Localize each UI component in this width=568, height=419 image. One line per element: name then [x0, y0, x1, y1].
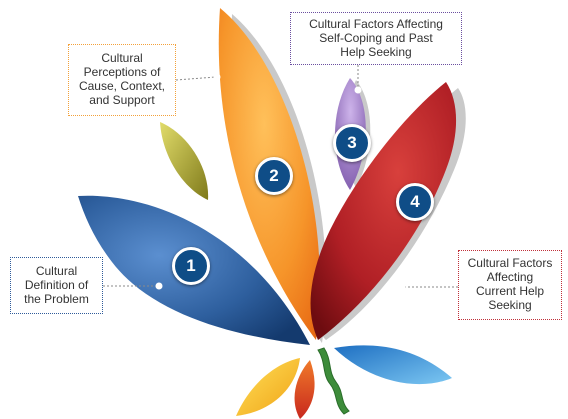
callout-line: Definition of — [24, 278, 89, 292]
stem — [317, 347, 350, 415]
callout-line: Cultural Factors — [467, 256, 553, 270]
callout-line: Cultural Factors Affecting — [309, 17, 443, 31]
yellow-leaf — [236, 358, 300, 416]
number-badge-4: 4 — [396, 183, 434, 221]
number-badge-2: 2 — [255, 157, 293, 195]
small-red-petal — [294, 360, 315, 419]
callout-line: Affecting — [486, 270, 534, 284]
callout-current-help-seeking: Cultural Factors Affecting Current Help … — [458, 250, 562, 320]
sky-blue-leaf — [334, 345, 452, 385]
petal-4 — [310, 82, 457, 340]
callout-self-coping: Cultural Factors Affecting Self-Coping a… — [290, 12, 462, 65]
callout-line: Cultural — [35, 264, 78, 278]
olive-leaf — [160, 122, 209, 200]
callout-line: Help Seeking — [340, 45, 412, 59]
callout-line: Cultural — [101, 51, 143, 65]
callout-line: Seeking — [488, 298, 532, 312]
callout-line: and Support — [89, 93, 155, 107]
callout-cultural-definition: Cultural Definition of the Problem — [10, 257, 103, 314]
callout-line: the Problem — [24, 292, 89, 306]
anchor-dots — [155, 73, 406, 291]
connector-lines — [103, 65, 458, 288]
callout-line: Perceptions of — [83, 65, 161, 79]
number-badge-1: 1 — [172, 247, 210, 285]
callout-line: Cause, Context, — [78, 79, 166, 93]
callout-line: Current Help — [475, 284, 545, 298]
number-badge-3: 3 — [333, 124, 371, 162]
callout-cultural-perceptions: Cultural Perceptions of Cause, Context, … — [68, 44, 176, 116]
callout-line: Self-Coping and Past — [319, 31, 433, 45]
